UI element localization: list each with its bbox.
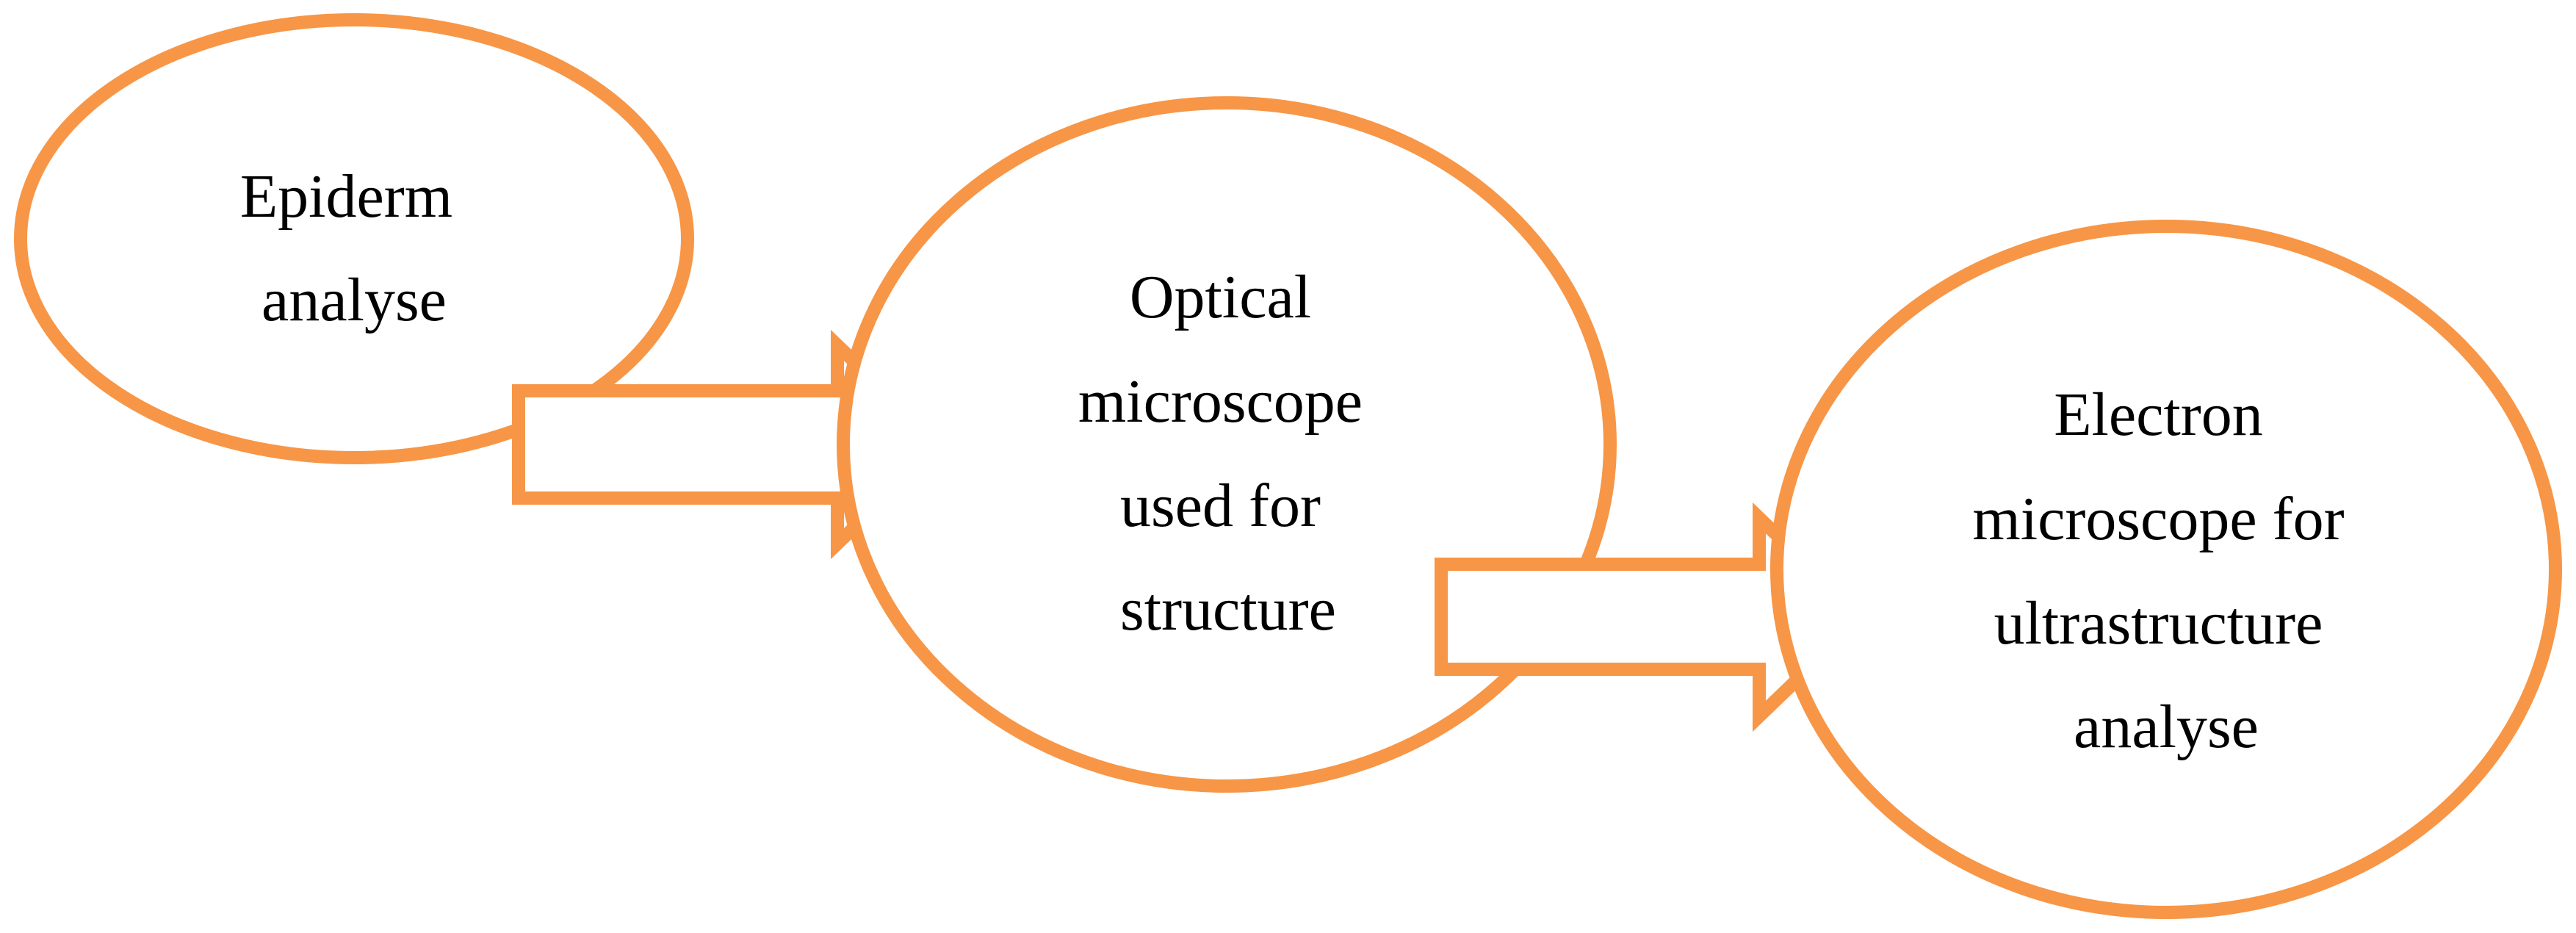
node-optical-microscope-line-3: used for: [1120, 472, 1321, 540]
node-optical-microscope-ellipse: [837, 96, 1617, 793]
node-optical-microscope-line-4: structure: [1120, 575, 1336, 644]
node-epiderm-analyse-line-1: Epiderm: [240, 162, 452, 231]
node-epiderm-analyse-line-2: analyse: [261, 266, 447, 334]
node-optical-microscope-line-2: microscope: [1078, 367, 1363, 436]
node-electron-microscope: [1770, 220, 2562, 919]
node-optical-microscope-text: Optical microscope used for structure: [1078, 263, 1378, 644]
node-electron-microscope-line-1: Electron: [2054, 381, 2263, 449]
node-electron-microscope-line-3: ultrastructure: [1994, 589, 2323, 658]
node-electron-microscope-ellipse: [1770, 220, 2562, 919]
node-electron-microscope-text: Electron microscope for ultrastructure a…: [1972, 381, 2359, 761]
node-optical-microscope: [837, 96, 1617, 793]
node-electron-microscope-line-2: microscope for: [1972, 485, 2344, 553]
node-epiderm-analyse-ellipse: [14, 13, 694, 464]
node-epiderm-analyse: [14, 13, 694, 464]
node-epiderm-analyse-text: Epiderm analyse: [240, 162, 468, 334]
node-optical-microscope-line-1: Optical: [1130, 263, 1311, 331]
node-electron-microscope-line-4: analyse: [2074, 693, 2259, 761]
